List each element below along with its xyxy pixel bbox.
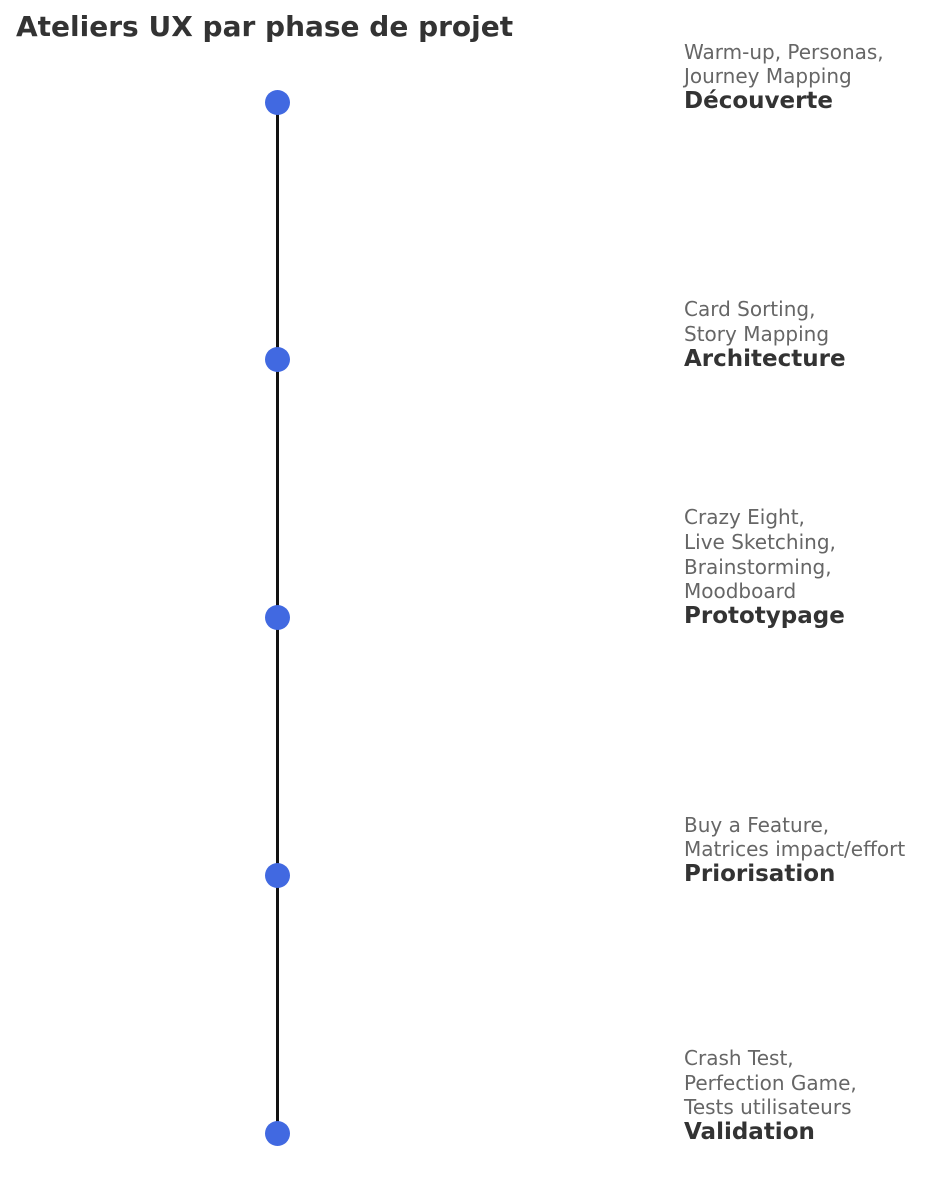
phase-marker-icon	[265, 89, 290, 115]
phase-marker-icon	[265, 862, 290, 888]
workshop-line: Brainstorming,	[684, 554, 832, 579]
workshop-line: Tests utilisateurs	[684, 1095, 852, 1120]
workshop-line: Journey Mapping	[684, 64, 852, 89]
diagram-title: Ateliers UX par phase de projet	[16, 10, 514, 43]
workshop-line: Matrices impact/effort	[684, 837, 906, 862]
phase-marker-icon	[265, 604, 290, 630]
phase-workshops: Warm-up, Personas,Journey Mapping	[684, 40, 884, 89]
phase-workshops: Card Sorting,Story Mapping	[684, 297, 829, 346]
phase-label: Prototypage	[684, 603, 845, 629]
workshop-line: Card Sorting,	[684, 297, 816, 322]
phase-marker-icon	[265, 347, 290, 372]
workshop-line: Crash Test,	[684, 1045, 794, 1070]
workshop-line: Story Mapping	[684, 321, 830, 346]
workshop-line: Warm-up, Personas,	[684, 39, 884, 64]
workshop-line: Buy a Feature,	[684, 812, 830, 837]
workshop-line: Perfection Game,	[684, 1070, 857, 1095]
workshop-line: Moodboard	[684, 579, 797, 604]
phase-label: Architecture	[684, 345, 846, 372]
phase-marker-icon	[265, 1120, 290, 1146]
phase-label: Priorisation	[684, 861, 836, 887]
workshop-line: Live Sketching,	[684, 529, 836, 554]
phase-label: Validation	[684, 1119, 815, 1145]
phase-workshops: Crazy Eight,Live Sketching,Brainstorming…	[684, 505, 836, 604]
phase-workshops: Buy a Feature,Matrices impact/effort	[684, 813, 905, 862]
phase-label: Découverte	[684, 88, 834, 114]
phase-workshops: Crash Test,Perfection Game,Tests utilisa…	[684, 1046, 857, 1120]
workshop-line: Crazy Eight,	[684, 505, 805, 530]
